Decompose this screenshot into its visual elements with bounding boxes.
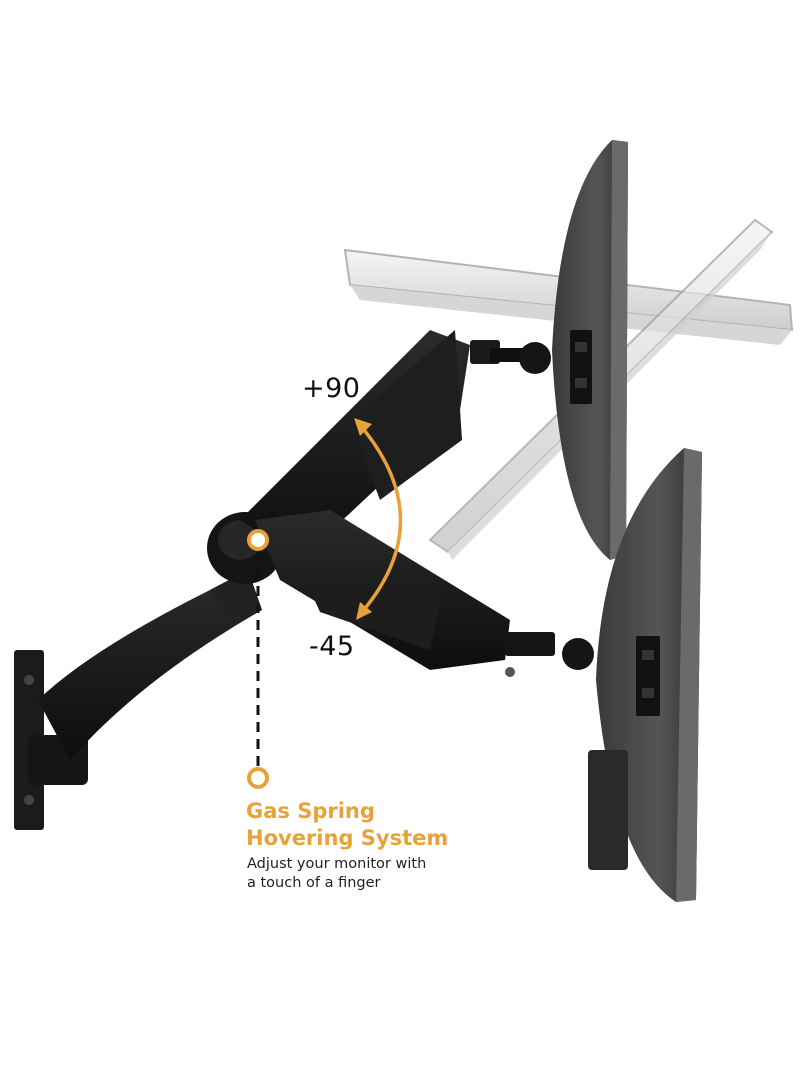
feature-description-line-2: a touch of a finger	[247, 875, 381, 891]
feature-title: Gas Spring Hovering System	[246, 798, 448, 852]
monitor-upper	[552, 140, 628, 560]
base-arm	[38, 570, 262, 760]
monitor-lower	[588, 448, 702, 902]
arc-arrowhead-down	[356, 602, 372, 620]
arc-arrowhead-up	[354, 418, 372, 436]
port-panel-upper	[570, 330, 592, 404]
lower-arm	[255, 510, 594, 677]
angle-label-down: -45	[309, 631, 355, 662]
pivot-marker	[247, 529, 269, 551]
angle-label-up: +90	[302, 373, 361, 404]
feature-title-line-2: Hovering System	[246, 826, 449, 850]
port-panel-lower	[636, 636, 660, 716]
callout-end-marker	[247, 767, 269, 789]
tilt-range-arc	[354, 418, 403, 620]
feature-description: Adjust your monitor with a touch of a fi…	[247, 855, 426, 893]
upper-arm	[240, 330, 551, 560]
feature-description-line-1: Adjust your monitor with	[247, 856, 427, 872]
feature-title-line-1: Gas Spring	[246, 799, 375, 823]
wall-plate	[14, 650, 88, 830]
pivot-callout	[247, 529, 269, 789]
